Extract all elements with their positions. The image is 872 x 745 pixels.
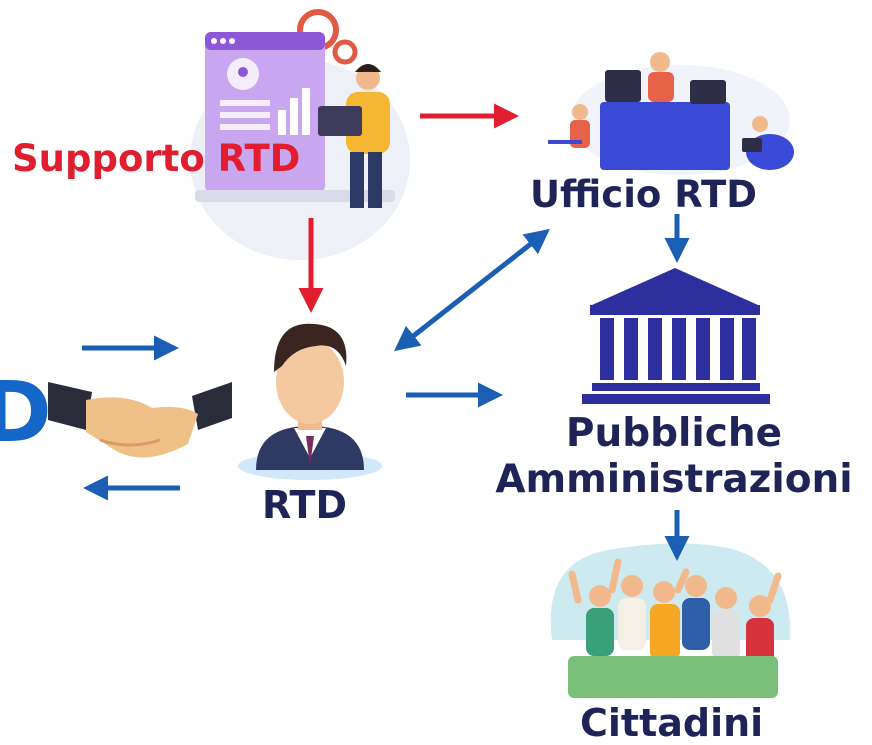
citizens-crowd-illustration xyxy=(550,543,791,698)
arrow-rtd-ufficio-bidirectional xyxy=(394,228,550,352)
laptop-dashboard-illustration xyxy=(190,9,410,260)
government-building-icon xyxy=(582,268,770,404)
arrows xyxy=(82,103,690,561)
label-ufficio-rtd: Ufficio RTD xyxy=(530,173,758,216)
handshake-icon xyxy=(48,382,232,458)
label-pa-line1: Pubbliche xyxy=(565,411,783,456)
office-team-illustration xyxy=(548,52,794,175)
label-pa-line2: Amministrazioni xyxy=(495,457,853,502)
label-rtd: RTD xyxy=(262,483,348,527)
businessman-avatar xyxy=(238,323,382,480)
partial-label-left: D xyxy=(0,363,52,461)
label-cittadini: Cittadini xyxy=(580,701,764,745)
label-supporto-rtd: Supporto RTD xyxy=(12,137,301,180)
